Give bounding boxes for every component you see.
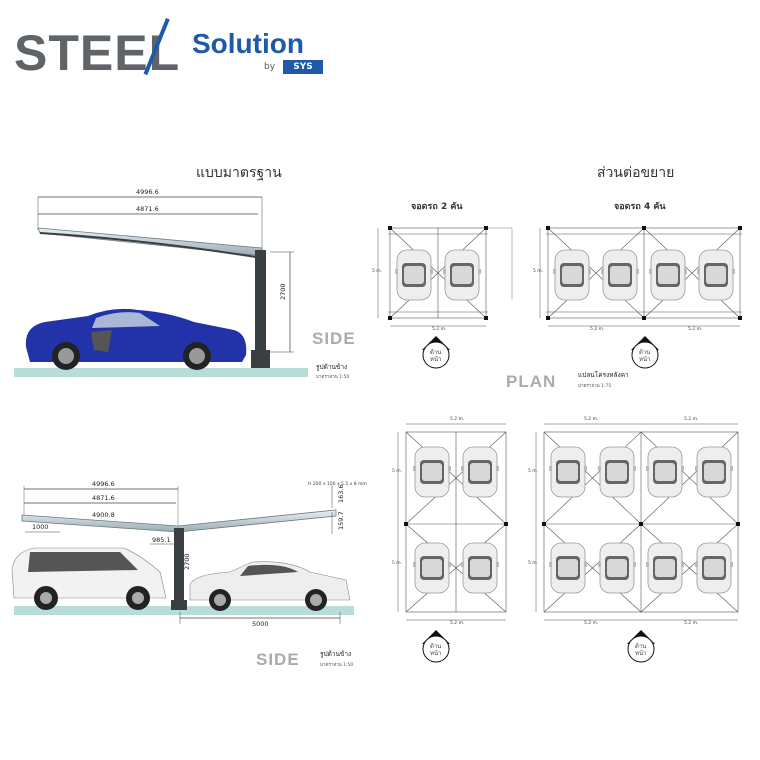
scale-side-bottom: มาตราส่วน 1:50 [320, 663, 354, 668]
ground-bottom [14, 606, 354, 615]
plan-dim-h-6: 5 m. [528, 561, 539, 566]
dim-bottom-3: 4900.8 [92, 511, 115, 519]
plan-dim-w-8: 5.2 m. [584, 621, 599, 626]
label-side-top: SIDE [312, 329, 356, 348]
logo-mark: SYS [283, 60, 323, 74]
side-elevation-standard [14, 196, 308, 377]
front-label-2: ด้าน [639, 349, 651, 356]
caption-plan: แปลนโครงหลังคา [578, 371, 629, 379]
ground-top [14, 368, 308, 377]
dim-bottom-5: 985.1 [152, 536, 171, 544]
dim-bottom-4: 1000 [32, 523, 49, 531]
side-elevation-extension [11, 485, 354, 624]
plan-dim-w-6: 5.2 m. [584, 417, 599, 422]
heading-extension: ส่วนต่อขยาย [597, 165, 675, 181]
roof-bottom [21, 509, 337, 533]
plan-dim-w-5: 5.2 m. [450, 621, 465, 626]
dim-bottom-2: 4871.6 [92, 494, 115, 502]
plan-dim-h-2: 5 m. [533, 269, 544, 274]
plan-dim-w-4: 5.2 m. [450, 417, 465, 422]
dim-top-1: 4996.6 [136, 188, 159, 196]
heading-standard: แบบมาตรฐาน [196, 165, 282, 181]
plan-dim-w-7: 5.2 m. [684, 417, 699, 422]
post-bottom [174, 528, 184, 604]
dim-bottom-9: 159.7 [337, 511, 345, 530]
dim-top-2: 4871.6 [136, 205, 159, 213]
heading-park-4: จอดรถ 4 คัน [614, 202, 666, 212]
front-label-1b: หน้า [430, 356, 442, 363]
logo-solution: Solution [192, 28, 304, 59]
plan-dim-h-4: 5 m. [392, 561, 403, 566]
label-plan: PLAN [506, 372, 557, 391]
dim-bottom-6: 2700 [183, 553, 191, 570]
car-white-suv [11, 547, 167, 610]
dim-bottom-spec: H 200 x 100 x 5.5 x 8 mm [308, 482, 367, 487]
dim-bottom-1: 4996.6 [92, 480, 115, 488]
plan-dim-w-1: 5.2 m. [432, 327, 447, 332]
logo-by: by [264, 62, 276, 72]
plan-dim-w-3: 5.2 m. [688, 327, 703, 332]
dim-bottom-7: 5000 [252, 620, 269, 628]
plan-dim-h-1: 5 m. [372, 269, 383, 274]
plan-dim-w-9: 5.2 m. [684, 621, 699, 626]
dim-top-height: 2700 [279, 283, 287, 300]
front-label-1: ด้าน [430, 349, 442, 356]
car-blue-sports [25, 308, 247, 370]
front-label-2b: หน้า [639, 356, 651, 363]
scale-side-top: มาตราส่วน 1:50 [316, 375, 350, 380]
caption-side-bottom: รูปด้านข้าง [320, 650, 352, 658]
front-label-4: ด้าน [635, 643, 647, 650]
car-white-sedan [189, 561, 351, 611]
plan-dim-h-3: 5 m. [392, 469, 403, 474]
scale-plan: มาตราส่วน 1:75 [578, 384, 612, 389]
plan-dim-w-2: 5.2 m. [590, 327, 605, 332]
heading-park-2: จอดรถ 2 คัน [411, 202, 463, 212]
front-arrow-icon [422, 336, 659, 663]
front-label-3b: หน้า [430, 650, 442, 657]
plan-dim-h-5: 5 m. [528, 469, 539, 474]
caption-side-top: รูปด้านข้าง [316, 363, 348, 371]
front-label-4b: หน้า [635, 650, 647, 657]
front-label-3: ด้าน [430, 643, 442, 650]
label-side-bottom: SIDE [256, 650, 300, 669]
post-top [255, 250, 266, 352]
plan-2-cars-top [377, 227, 513, 327]
